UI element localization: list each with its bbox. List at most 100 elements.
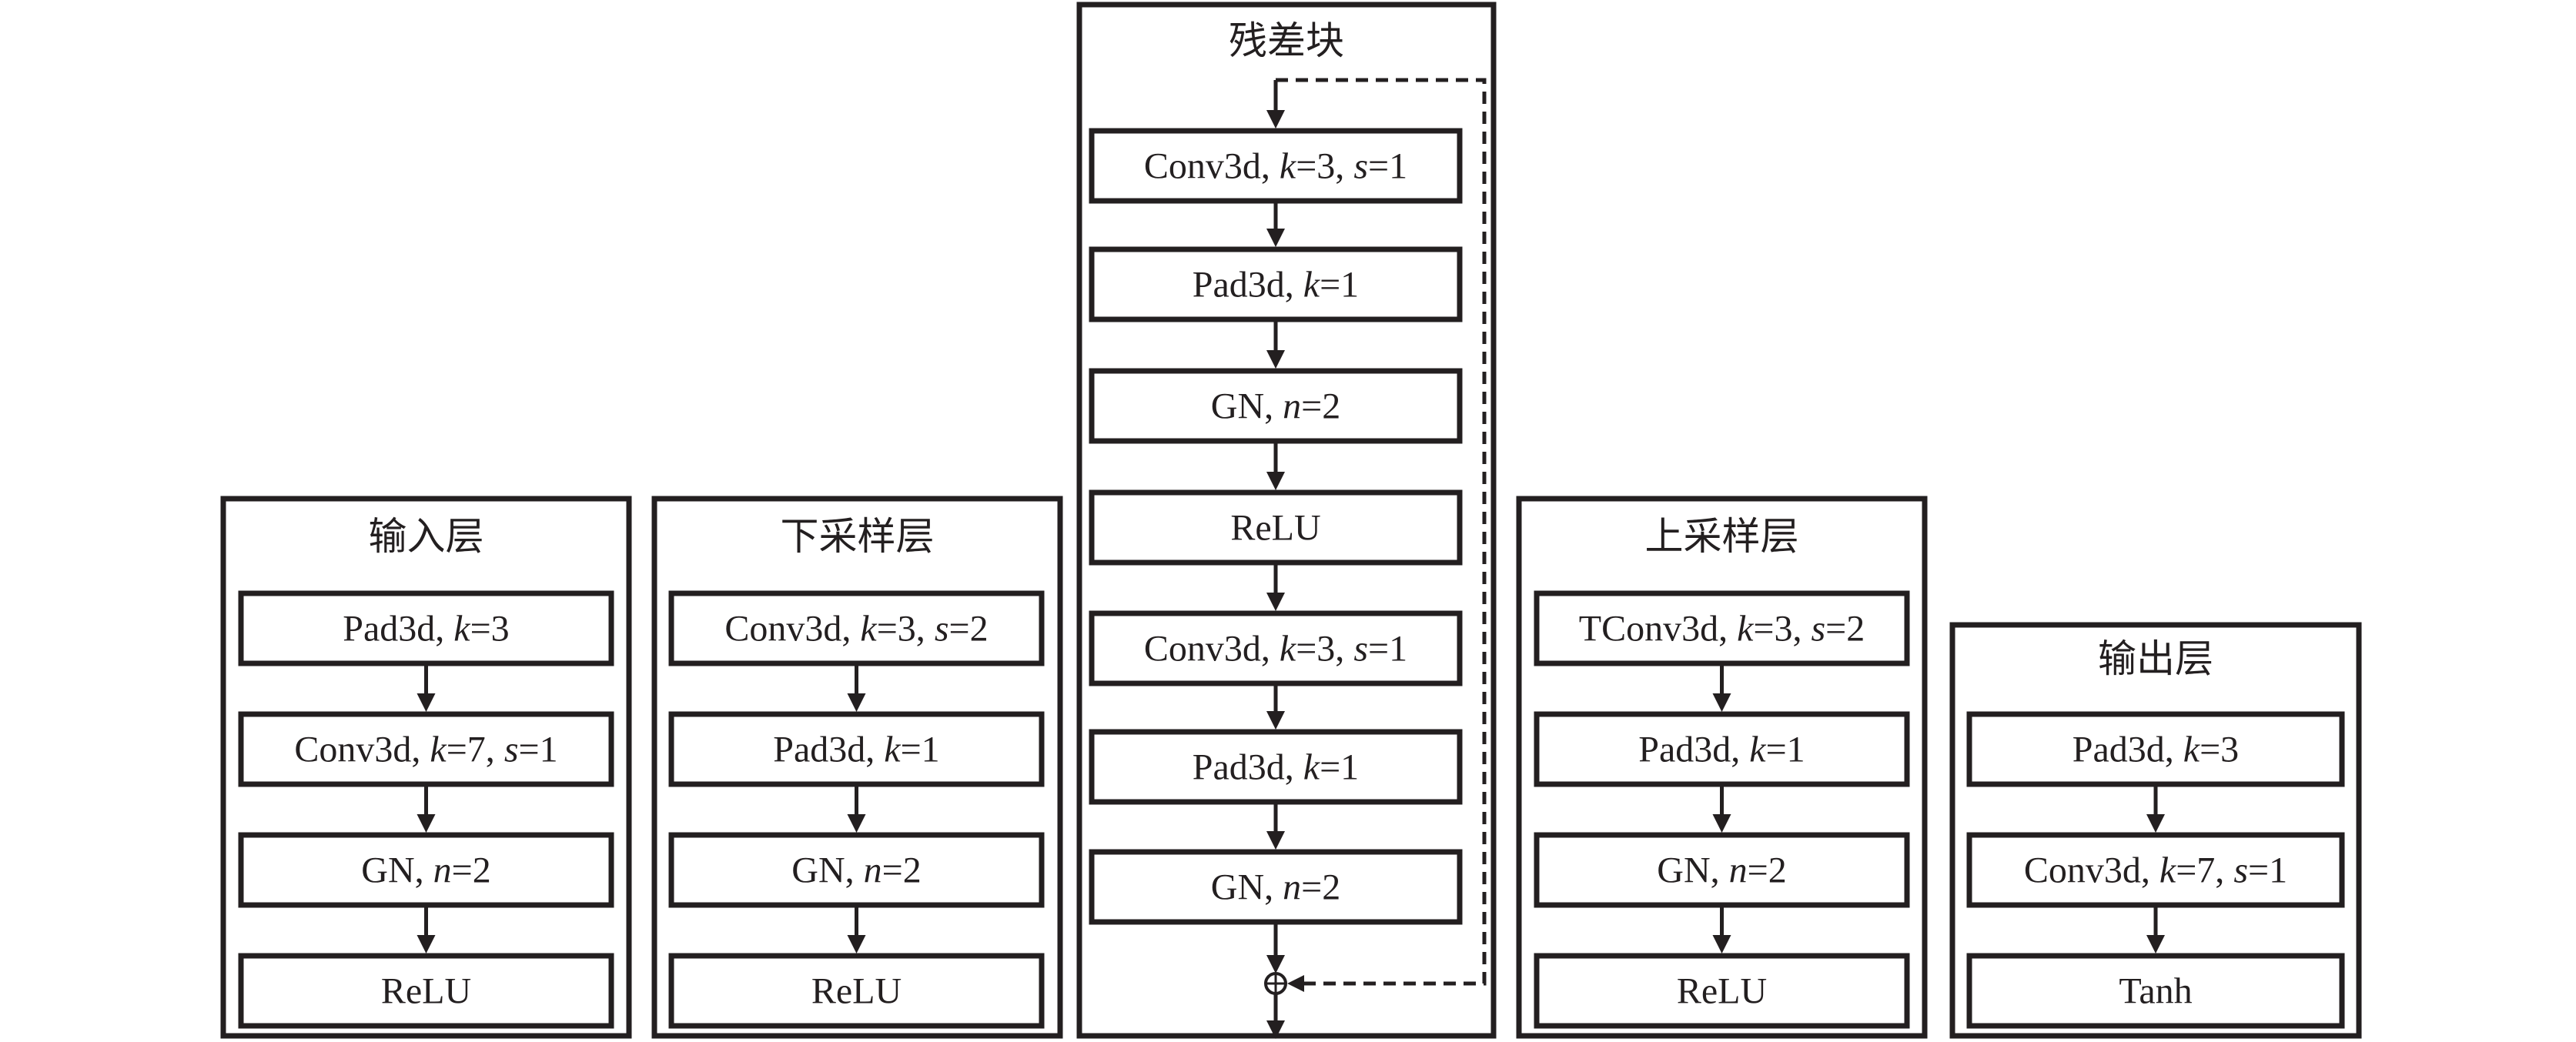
output-layer-step-1: Pad3d, k=3	[1966, 711, 2345, 787]
step-label: Pad3d, k=1	[1193, 265, 1359, 306]
step-label-text: =1	[1320, 265, 1359, 306]
step-label-text: Pad3d,	[1193, 265, 1303, 306]
step-box	[238, 711, 614, 787]
step-label: ReLU	[811, 971, 902, 1012]
skip-connection-line	[1276, 78, 1487, 986]
step-label: Conv3d, k=3, s=2	[724, 609, 988, 650]
downsample-layer-arrow-1	[847, 666, 866, 712]
step-label-param: s	[504, 730, 519, 770]
step-box	[668, 590, 1045, 666]
step-label: GN, n=2	[791, 850, 921, 891]
upsample-layer-step-1: TConv3d, k=3, s=2	[1534, 590, 1910, 666]
step-label-param: k	[453, 609, 471, 650]
step-label-text: =7,	[447, 730, 504, 770]
step-label: GN, n=2	[1211, 867, 1340, 908]
step-label-text: =1	[901, 730, 940, 770]
upsample-layer-arrow-3	[1712, 907, 1731, 953]
step-label-text: =2	[452, 850, 491, 891]
upsample-layer-arrow-2	[1712, 787, 1731, 833]
step-label-text: GN,	[1211, 386, 1283, 427]
step-label-param: n	[1729, 850, 1748, 891]
step-label-text: Conv3d,	[1144, 629, 1280, 670]
step-label-text: =2	[1301, 867, 1340, 908]
step-label-param: k	[1280, 146, 1297, 187]
step-label-param: k	[1749, 730, 1767, 770]
upsample-layer-arrow-2-head	[1712, 814, 1731, 833]
output-layer-step-2: Conv3d, k=7, s=1	[1966, 832, 2345, 908]
output-layer-arrow-1-head	[2146, 814, 2165, 833]
residual-block-arrow-4	[1266, 565, 1285, 611]
downsample-layer-step-3: GN, n=2	[668, 832, 1045, 908]
residual-block-arrow-5-head	[1266, 711, 1285, 730]
residual-block-step-5: Conv3d, k=3, s=1	[1089, 610, 1463, 686]
downsample-layer-title: 下采样层	[781, 514, 935, 559]
input-layer-arrow-3	[417, 907, 436, 953]
step-box	[1966, 953, 2345, 1029]
upsample-layer-arrow-1	[1712, 666, 1731, 712]
output-layer-title: 输出层	[2098, 636, 2213, 681]
input-layer-arrow-2	[417, 787, 436, 833]
upsample-layer-arrow-3-head	[1712, 935, 1731, 953]
step-label-text: =3,	[1296, 146, 1353, 187]
step-label: GN, n=2	[1211, 386, 1340, 427]
step-label-param: k	[1280, 629, 1297, 670]
residual-block-arrow-6-head	[1266, 831, 1285, 850]
residual-block-to-adder-arrow-head	[1266, 955, 1285, 974]
input-layer-arrow-3-head	[417, 935, 436, 953]
step-label-param: n	[1283, 867, 1301, 908]
step-box	[1534, 711, 1910, 787]
step-label-text: Conv3d,	[724, 609, 860, 650]
step-label-text: =7,	[2176, 850, 2233, 891]
step-box	[238, 832, 614, 908]
step-label-text: Pad3d,	[773, 730, 884, 770]
add-icon	[1264, 972, 1287, 995]
input-layer-arrow-1	[417, 666, 436, 712]
step-label-param: k	[2159, 850, 2177, 891]
residual-block-arrow-3	[1266, 443, 1285, 490]
input-layer-step-1: Pad3d, k=3	[238, 590, 614, 666]
input-layer-title: 输入层	[369, 514, 484, 559]
step-label: Tanh	[2119, 971, 2192, 1012]
residual-block-arrow-6	[1266, 804, 1285, 850]
step-label-text: TConv3d,	[1579, 609, 1737, 650]
step-label-param: k	[884, 730, 902, 770]
residual-block-arrow-1	[1266, 203, 1285, 247]
step-label-param: k	[430, 730, 447, 770]
step-label-param: n	[433, 850, 452, 891]
step-label-param: k	[860, 609, 878, 650]
step-label-text: ReLU	[1230, 508, 1320, 549]
step-label: ReLU	[1677, 971, 1767, 1012]
step-label-text: Conv3d,	[2024, 850, 2159, 891]
step-box	[1089, 729, 1463, 805]
residual-block-arrow-2-head	[1266, 350, 1285, 369]
step-label-text: =2	[949, 609, 989, 650]
step-label: Conv3d, k=7, s=1	[2024, 850, 2287, 891]
step-label: ReLU	[1230, 508, 1320, 549]
step-box	[1089, 489, 1463, 566]
skip-connection-head	[1287, 975, 1304, 992]
step-label: GN, n=2	[361, 850, 490, 891]
input-layer-arrow-1-head	[417, 693, 436, 712]
step-box	[668, 953, 1045, 1029]
step-label-param: k	[1737, 609, 1755, 650]
step-box	[1534, 590, 1910, 666]
step-label: Pad3d, k=3	[343, 609, 509, 650]
step-label-param: s	[935, 609, 949, 650]
step-label-text: =2	[882, 850, 922, 891]
step-label: Pad3d, k=1	[773, 730, 939, 770]
residual-block-arrow-3-head	[1266, 472, 1285, 490]
step-box	[238, 590, 614, 666]
downsample-layer-step-2: Pad3d, k=1	[668, 711, 1045, 787]
residual-block-step-2: Pad3d, k=1	[1089, 246, 1463, 322]
input-layer-step-3: GN, n=2	[238, 832, 614, 908]
residual-block-exit-arrow-head	[1266, 1020, 1285, 1039]
residual-block-entry-arrow	[1266, 80, 1285, 129]
residual-block-title: 残差块	[1229, 18, 1344, 63]
step-label-text: GN,	[791, 850, 863, 891]
step-label-text: =1	[1320, 747, 1359, 788]
step-box	[1534, 953, 1910, 1029]
downsample-layer-step-4: ReLU	[668, 953, 1045, 1029]
